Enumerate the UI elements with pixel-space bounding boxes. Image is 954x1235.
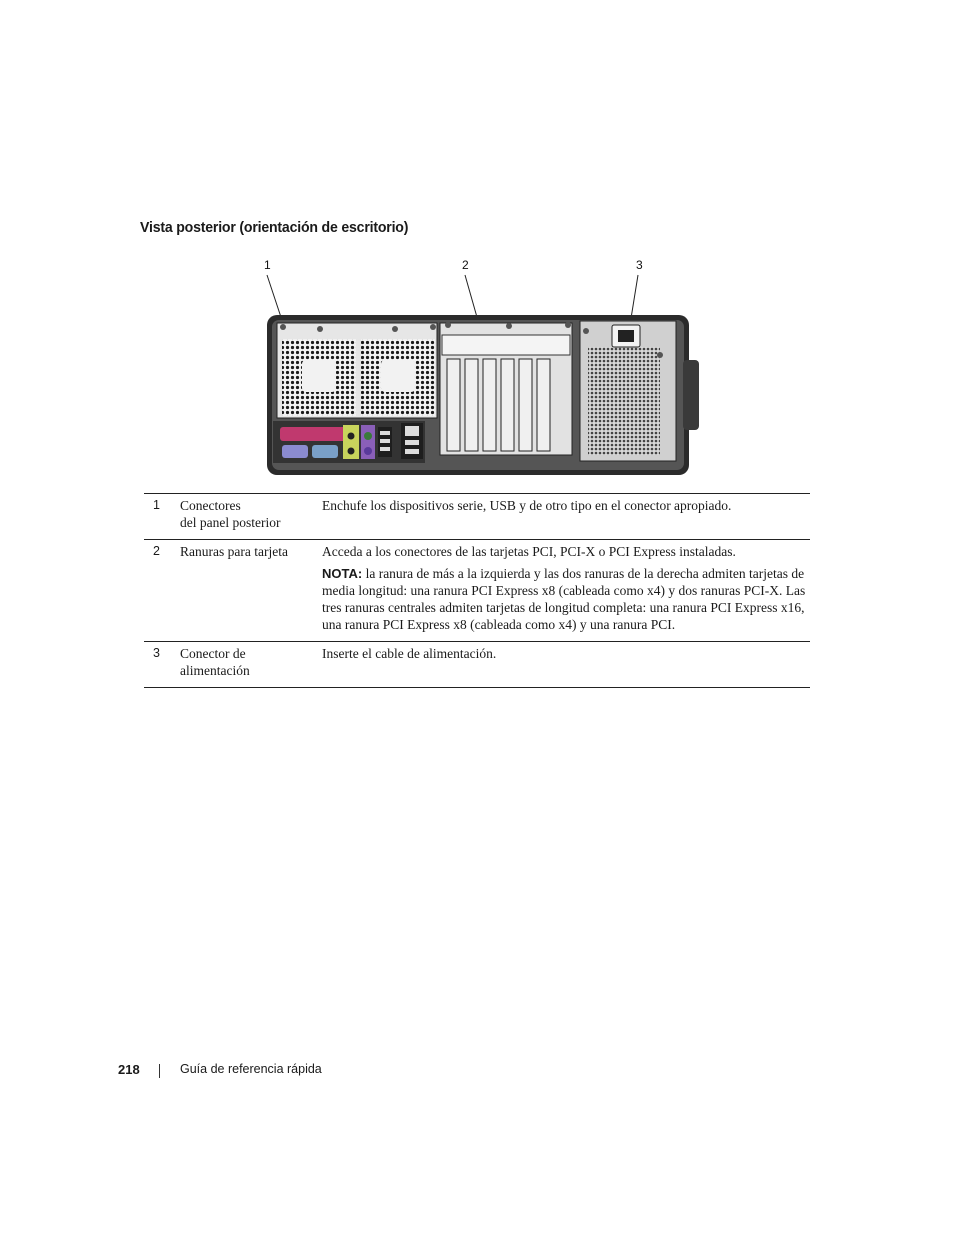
card-slot-3 xyxy=(482,358,497,452)
computer-rear-illustration xyxy=(266,274,699,475)
card-slot-2 xyxy=(464,358,479,452)
psu-vent xyxy=(588,347,660,455)
serial-port-2 xyxy=(312,445,338,458)
row-description: Inserte el cable de alimentación. xyxy=(322,642,810,688)
callout-1: 1 xyxy=(264,258,271,272)
table-row: 2 Ranuras para tarjeta Acceda a los cone… xyxy=(144,539,810,642)
card-slot-1 xyxy=(446,358,461,452)
side-latch xyxy=(683,360,699,430)
note-text: la ranura de más a la izquierda y las do… xyxy=(322,566,806,632)
row-name-line: Conector de xyxy=(180,646,246,661)
table-row: 1 Conectores del panel posterior Enchufe… xyxy=(144,493,810,540)
page-number: 218 xyxy=(118,1062,140,1077)
row-number: 2 xyxy=(153,544,160,558)
callout-legend-table: 1 Conectores del panel posterior Enchufe… xyxy=(144,493,810,688)
table-row: 3 Conector de alimentación Inserte el ca… xyxy=(144,641,810,688)
footer-divider xyxy=(159,1064,160,1078)
callout-3: 3 xyxy=(636,258,643,272)
section-heading: Vista posterior (orientación de escritor… xyxy=(140,219,409,236)
row-name-line: alimentación xyxy=(180,663,250,678)
row-name: Ranuras para tarjeta xyxy=(180,540,322,642)
row-name: Conector de alimentación xyxy=(180,642,322,688)
row-number: 3 xyxy=(153,646,160,660)
note-paragraph: NOTA: la ranura de más a la izquierda y … xyxy=(322,565,806,633)
row-name-line: Ranuras para tarjeta xyxy=(180,544,288,559)
rear-view-figure: 1 2 3 xyxy=(250,255,700,485)
serial-port-1 xyxy=(282,445,308,458)
description-text: Enchufe los dispositivos serie, USB y de… xyxy=(322,498,732,513)
description-text: Inserte el cable de alimentación. xyxy=(322,646,497,661)
card-slot-4 xyxy=(500,358,515,452)
row-name: Conectores del panel posterior xyxy=(180,494,322,540)
description-text: Acceda a los conectores de las tarjetas … xyxy=(322,544,736,559)
row-name-line: del panel posterior xyxy=(180,515,281,530)
row-description: Enchufe los dispositivos serie, USB y de… xyxy=(322,494,810,540)
footer-doc-title: Guía de referencia rápida xyxy=(180,1062,322,1076)
row-description: Acceda a los conectores de las tarjetas … xyxy=(322,540,810,642)
card-slot-6 xyxy=(536,358,551,452)
callout-2: 2 xyxy=(462,258,469,272)
row-name-line: Conectores xyxy=(180,498,241,513)
card-slot-5 xyxy=(518,358,533,452)
parallel-port xyxy=(280,427,350,441)
row-number: 1 xyxy=(153,498,160,512)
note-label: NOTA: xyxy=(322,566,363,581)
